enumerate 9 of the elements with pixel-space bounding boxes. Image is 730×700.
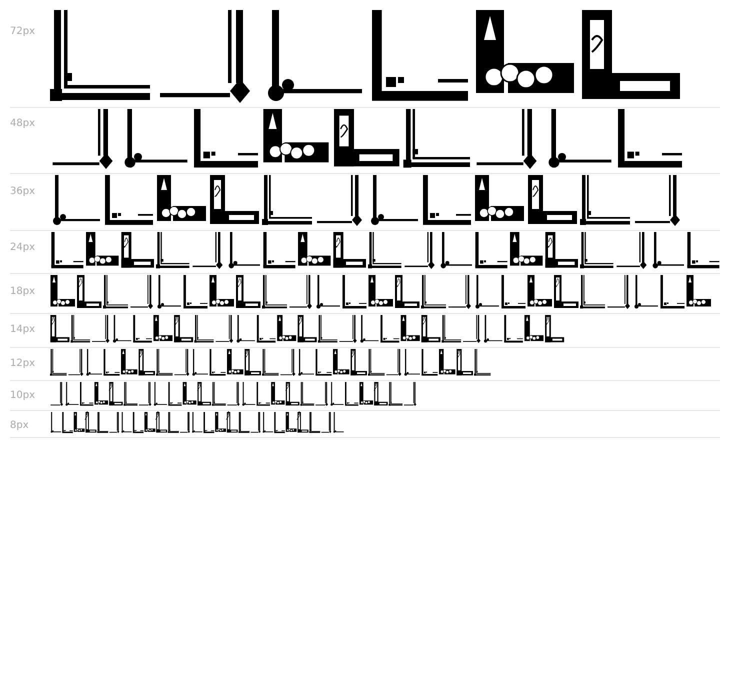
size-label: 24px [10,242,35,254]
size-label: 48px [10,118,35,130]
size-label: 18px [10,286,35,298]
size-label: 8px [10,420,29,432]
size-label: 14px [10,324,35,336]
size-label: 10px [10,390,35,402]
size-label: 36px [10,186,35,198]
size-label: 72px [10,26,35,38]
size-label: 12px [10,358,35,370]
